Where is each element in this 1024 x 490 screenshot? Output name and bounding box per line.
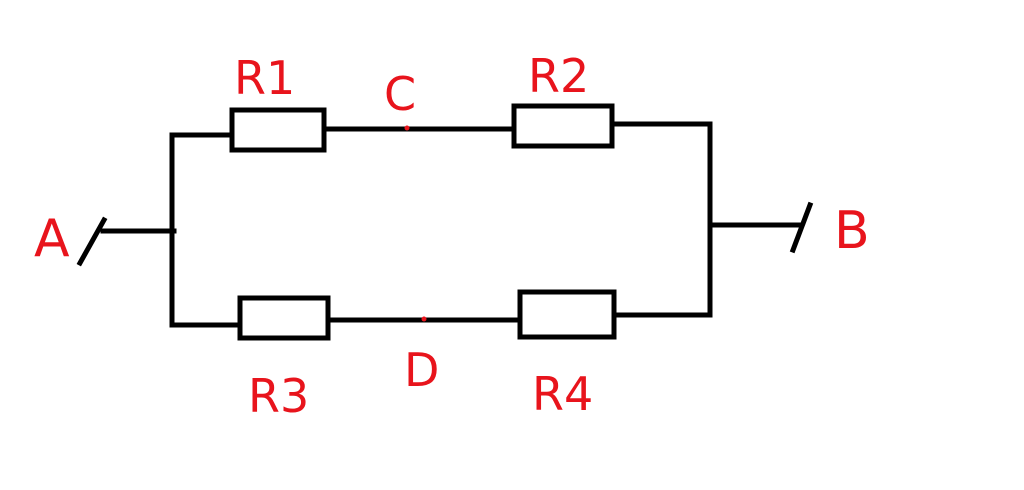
node-c-dot [404,125,410,131]
node-dots [404,125,427,322]
resistor-r3-label: R3 [248,369,309,423]
node-d-label: D [404,343,439,397]
resistor-r2 [511,103,615,149]
node-d-dot [421,316,427,322]
resistor-r3 [237,295,331,341]
resistor-r1 [229,107,327,153]
resistor-r4-label: R4 [532,367,593,421]
terminal-ticks [76,201,814,267]
terminal-a-tick [76,216,108,267]
labels: A B C D R1 R2 R3 R4 [34,49,870,423]
resistor-r1-label: R1 [234,51,295,105]
terminal-a-label: A [34,209,70,269]
wires [100,121,803,328]
resistor-r4 [517,289,617,340]
node-c-label: C [384,67,416,121]
terminal-b-tick [789,201,814,254]
terminal-b-label: B [834,201,870,261]
resistor-r2-label: R2 [528,49,589,103]
resistors [229,103,617,341]
